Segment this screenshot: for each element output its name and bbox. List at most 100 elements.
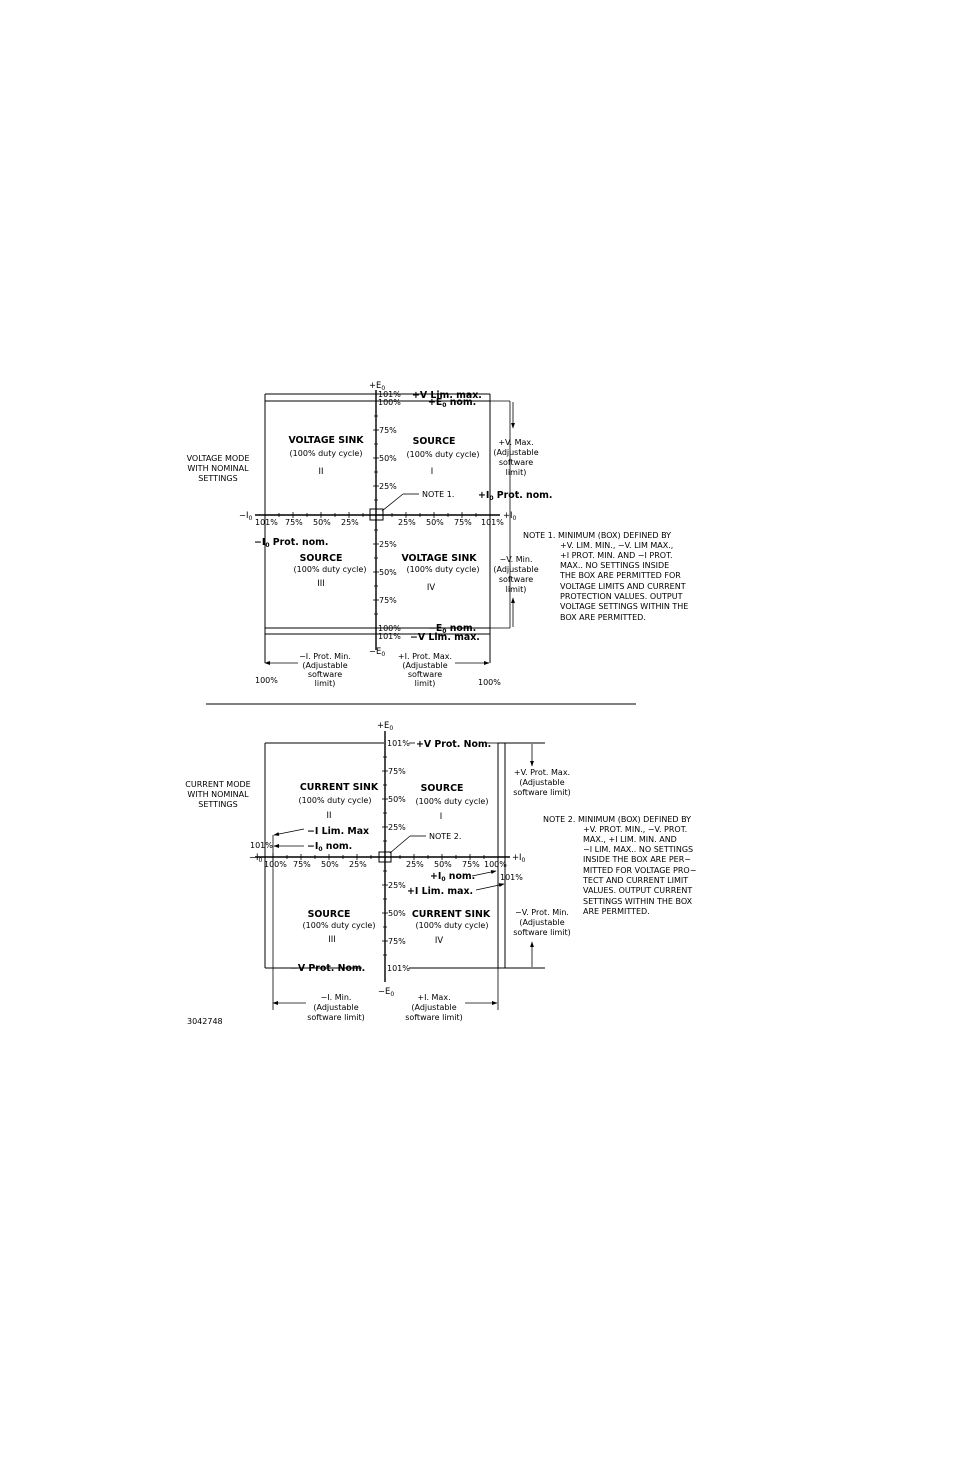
mode-line: WITH NOMINAL [187,790,249,799]
current-mode-y-tick-labels: 101% 75% 50% 25% 25% 50% 75% 101% [387,739,410,973]
voltage-mode-quadrant-1: SOURCE (100% duty cycle) I [407,436,480,476]
voltage-mode-y-tick-labels: 101% 100% 75% 50% 25% 25% 50% 75% 100% 1… [378,390,401,641]
note-line: NOTE 2. MINIMUM (BOX) DEFINED BY [543,815,691,824]
quadrant-duty: (100% duty cycle) [416,921,489,930]
y-tick-label: 75% [388,937,406,946]
voltage-mode-bottom-right-100: 100% [478,678,501,687]
voltage-mode-x-tick-labels: 101% 75% 50% 25% 25% 50% 75% 101% [255,518,504,527]
x-tick-label: 25% [349,860,367,869]
note-line: +I PROT. MIN. AND −I PROT. [560,551,673,560]
quadrant-roman: III [328,934,335,944]
iprotmax-line: +I. Prot. Max. [398,652,452,661]
y-tick-label: 101% [378,390,401,399]
note-line: MAX.. NO SETTINGS INSIDE [560,561,669,570]
iprotmax-line: (Adjustable [402,661,447,670]
voltage-mode-i-prot-max-label: +I. Prot. Max. (Adjustable software limi… [398,652,452,688]
current-mode-i-min-label: −I. Min. (Adjustable software limit) [307,993,365,1022]
current-mode-diagram: +E0 −E0 −I0 +I0 100% 75% 50% 25% 25% 50%… [185,720,696,1026]
iprotmin-line: limit) [315,679,336,688]
voltage-mode-note-leader [381,493,404,512]
vprotmax-line: software limit) [513,788,571,797]
current-mode-in-nom: −I0 nom. [307,841,352,853]
quadrant-duty: (100% duty cycle) [294,565,367,574]
y-tick-label: 100% [378,398,401,407]
current-mode-i-lim-max-pos: +I Lim. max. [407,886,473,897]
imin-line: software limit) [307,1013,365,1022]
current-mode-quadrant-4: CURRENT SINK (100% duty cycle) IV [412,909,491,945]
quadrant-roman: II [319,466,324,476]
note-line: MAX., +I LIM. MIN. AND [583,835,677,844]
current-mode-vprotmax-label: +V. Prot. Max. (Adjustable software limi… [513,768,571,797]
note-line: NOTE 1. MINIMUM (BOX) DEFINED BY [523,531,671,540]
voltage-mode-en-nom: −E0 nom. [428,623,476,635]
quadrant-roman: I [440,811,442,821]
current-mode-ep-label: +E0 [377,720,393,732]
voltage-mode-en-label: −E0 [369,646,385,658]
vprotmax-line: (Adjustable [519,778,564,787]
vmax-line: software [499,458,533,467]
quadrant-roman: I [431,466,433,476]
vprotmin-line: (Adjustable [519,918,564,927]
vmax-line: (Adjustable [493,448,538,457]
quadrant-title: VOLTAGE SINK [401,553,477,564]
y-tick-label: 100% [378,624,401,633]
mode-line: SETTINGS [198,474,237,483]
current-mode-vprotmin-label: −V. Prot. Min. (Adjustable software limi… [513,908,571,937]
voltage-mode-ep-label: +E0 [369,380,385,392]
y-tick-label: 50% [379,568,397,577]
x-tick-label: 101% [255,518,278,527]
mode-line: CURRENT MODE [185,780,250,789]
voltage-mode-diagram: +E0 −E0 −I0 +I0 101% 75% 50% 25% 25% 50%… [187,380,689,688]
x-tick-label: 75% [462,860,480,869]
imax-line: +I. Max. [417,993,450,1002]
y-tick-label: 25% [379,482,397,491]
x-tick-label: 75% [454,518,472,527]
x-tick-label: 75% [285,518,303,527]
vprotmin-line: −V. Prot. Min. [515,908,569,917]
imin-line: (Adjustable [313,1003,358,1012]
quadrant-duty: (100% duty cycle) [290,449,363,458]
quadrant-duty: (100% duty cycle) [416,797,489,806]
y-tick-label: 75% [388,767,406,776]
current-mode-note: NOTE 2. MINIMUM (BOX) DEFINED BY +V. PRO… [543,815,696,916]
vprotmin-line: software limit) [513,928,571,937]
quadrant-roman: IV [427,582,435,592]
quadrant-roman: IV [435,935,443,945]
quadrant-duty: (100% duty cycle) [407,450,480,459]
voltage-mode-vmax-label: +V. Max. (Adjustable software limit) [493,438,538,477]
voltage-mode-frame [264,393,511,663]
current-mode-left-101: 101% [250,841,273,850]
voltage-mode-title: VOLTAGE MODE WITH NOMINAL SETTINGS [187,454,250,483]
iprotmin-line: (Adjustable [302,661,347,670]
note-line: BOX ARE PERMITTED. [560,613,646,622]
voltage-mode-v-lim-max-pos: +V Lim. max. [412,390,482,401]
current-mode-minimum-box [378,851,392,863]
x-tick-label: 50% [434,860,452,869]
quadrant-title: VOLTAGE SINK [288,435,364,446]
voltage-mode-v-lim-max-neg: −V Lim. max. [410,632,480,643]
quadrant-duty: (100% duty cycle) [303,921,376,930]
iprotmax-line: software [408,670,442,679]
current-mode-note-leader [389,835,411,854]
note-line: THE BOX ARE PERMITTED FOR [559,571,681,580]
quadrant-title: SOURCE [421,783,464,794]
x-tick-label: 100% [264,860,287,869]
note-line: PROTECTION VALUES. OUTPUT [560,592,683,601]
figure-id: 3042748 [187,1017,223,1026]
vmin-line: software [499,575,533,584]
x-tick-label: 50% [321,860,339,869]
current-mode-v-prot-nom-neg: −V Prot. Nom. [290,963,365,974]
current-mode-ineg-label: −I0 [249,852,263,864]
voltage-mode-note: NOTE 1. MINIMUM (BOX) DEFINED BY +V. LIM… [523,531,688,622]
current-mode-quadrant-1: SOURCE (100% duty cycle) I [416,783,489,821]
voltage-mode-note-ref: NOTE 1. [422,490,454,499]
quadrant-title: CURRENT SINK [300,782,379,793]
voltage-mode-i-prot-min-label: −I. Prot. Min. (Adjustable software limi… [299,652,351,688]
imax-line: software limit) [405,1013,463,1022]
iprotmin-line: software [308,670,342,679]
quadrant-roman: III [317,578,324,588]
note-line: ARE PERMITTED. [583,907,650,916]
current-mode-right-101: 101% [500,873,523,882]
voltage-mode-quadrant-3: SOURCE (100% duty cycle) III [294,553,367,588]
